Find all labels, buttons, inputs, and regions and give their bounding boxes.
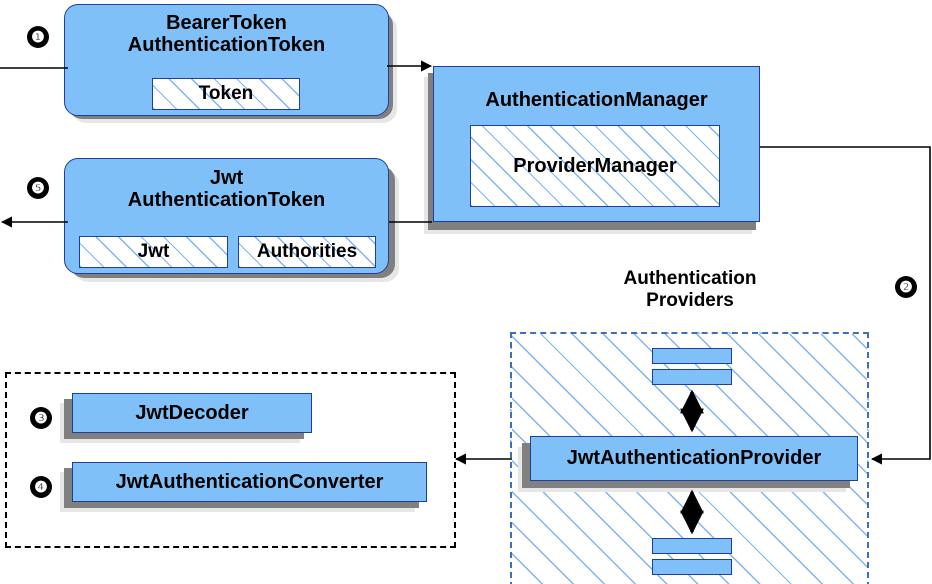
step-marker-3: ❸ — [30, 407, 52, 429]
node-jwt-authentication-provider[interactable]: JwtAuthenticationProvider — [530, 436, 858, 481]
node-jwt-authentication-provider-title: JwtAuthenticationProvider — [566, 447, 822, 470]
node-authentication-manager-title: AuthenticationManager — [485, 89, 708, 111]
step-marker-2-label: ❷ — [899, 278, 913, 296]
step-marker-1: ❶ — [27, 26, 49, 48]
step-marker-2: ❷ — [895, 276, 917, 298]
node-jwt-decoder-title: JwtDecoder — [135, 401, 249, 424]
inner-box-token-label: Token — [198, 83, 254, 104]
step-marker-1-label: ❶ — [31, 28, 45, 46]
step-marker-5: ❺ — [27, 177, 49, 199]
step-marker-4-label: ❹ — [34, 478, 48, 496]
inner-box-jwt-label: Jwt — [137, 241, 170, 262]
node-bearer-token-title: BearerToken AuthenticationToken — [127, 12, 326, 57]
node-jwt-authentication-converter-title: JwtAuthenticationConverter — [115, 470, 384, 493]
provider-stub-bottom-2 — [652, 559, 732, 575]
step-marker-5-label: ❺ — [31, 179, 45, 197]
inner-box-authorities: Authorities — [238, 236, 376, 268]
step-marker-4: ❹ — [30, 476, 52, 498]
inner-box-authorities-label: Authorities — [256, 241, 358, 262]
node-jwt-decoder[interactable]: JwtDecoder — [72, 393, 312, 433]
authentication-providers-label: Authentication Providers — [623, 268, 757, 311]
node-jwt-authentication-token-title: Jwt AuthenticationToken — [127, 167, 326, 212]
step-marker-3-label: ❸ — [34, 409, 48, 427]
inner-box-jwt: Jwt — [79, 236, 228, 268]
provider-stub-top-1 — [652, 348, 732, 364]
node-jwt-authentication-converter[interactable]: JwtAuthenticationConverter — [72, 462, 427, 502]
inner-box-provider-manager-label: ProviderManager — [513, 154, 677, 177]
inner-box-token: Token — [152, 78, 300, 110]
inner-box-provider-manager: ProviderManager — [470, 125, 720, 207]
provider-stub-bottom-1 — [652, 538, 732, 554]
provider-stub-top-2 — [652, 369, 732, 385]
